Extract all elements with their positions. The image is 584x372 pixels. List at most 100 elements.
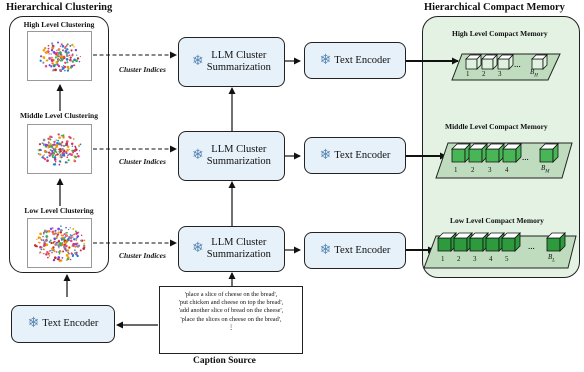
cluster-point <box>68 54 71 57</box>
cluster-point <box>65 254 69 257</box>
cluster-point <box>74 155 77 159</box>
cluster-point <box>59 229 63 232</box>
cluster-point <box>66 43 69 46</box>
cluster-point <box>69 227 71 229</box>
cluster-point <box>50 144 53 148</box>
memory-cube <box>468 143 488 163</box>
cluster-point <box>49 138 52 141</box>
cluster-point <box>65 142 68 145</box>
memory-cube <box>451 143 471 163</box>
cluster-point <box>71 254 74 258</box>
memory-index: 1 <box>454 166 458 174</box>
cluster-point <box>53 140 56 144</box>
cluster-point <box>51 149 54 153</box>
cluster-point <box>49 227 53 231</box>
cluster-point <box>79 249 82 252</box>
cluster-point <box>45 243 49 247</box>
text-encoder-bottom: ❄ Text Encoder <box>11 305 115 343</box>
cluster-point <box>66 231 68 234</box>
cluster-point <box>69 234 72 236</box>
cluster-point <box>47 47 50 50</box>
cluster-point <box>65 244 68 248</box>
cluster-point <box>51 44 54 47</box>
cluster-point <box>56 233 60 236</box>
cluster-point <box>46 159 49 162</box>
cluster-point <box>67 154 69 157</box>
cluster-point <box>48 154 51 157</box>
cluster-point <box>79 143 82 146</box>
cluster-point <box>60 144 63 147</box>
cluster-point <box>63 233 66 236</box>
cluster-point <box>78 145 80 148</box>
cluster-point <box>56 63 59 66</box>
cluster-point <box>61 148 64 151</box>
memory-cube <box>531 54 548 70</box>
cluster-point <box>49 148 52 152</box>
cluster-point <box>76 254 79 258</box>
memory-index: 5 <box>505 255 509 263</box>
text-encoder-high: ❄ Text Encoder <box>304 42 406 79</box>
memory-cube <box>481 54 498 70</box>
middle-level-cluster-plot <box>27 124 92 174</box>
cluster-point <box>72 242 76 246</box>
cluster-point <box>74 146 77 148</box>
cluster-point <box>76 242 79 245</box>
cluster-point <box>73 249 76 252</box>
cluster-point <box>55 53 58 56</box>
cluster-point <box>64 241 67 244</box>
cluster-point <box>73 159 75 161</box>
cluster-point <box>46 156 49 159</box>
memory-index: 3 <box>473 255 477 263</box>
cluster-point <box>69 66 73 69</box>
memory-index: 1 <box>441 255 445 263</box>
cluster-point <box>57 53 59 55</box>
cluster-point <box>59 68 62 72</box>
cluster-point <box>47 230 50 233</box>
cluster-point <box>51 56 53 59</box>
cluster-point <box>57 244 61 247</box>
cluster-point <box>61 66 63 68</box>
cluster-point <box>60 43 63 46</box>
cluster-point <box>48 53 50 55</box>
cluster-point <box>47 141 50 143</box>
snowflake-icon: ❄ <box>192 54 204 69</box>
cluster-point <box>53 149 57 152</box>
cluster-point <box>58 163 61 166</box>
cluster-point <box>65 44 68 47</box>
memory-cube <box>453 232 473 252</box>
cluster-point <box>42 239 45 241</box>
cluster-point <box>43 231 45 234</box>
cluster-point <box>64 69 66 72</box>
cluster-point <box>45 240 48 242</box>
cluster-point <box>37 152 40 155</box>
cluster-point <box>77 232 80 234</box>
cluster-point <box>77 154 80 158</box>
text-encoder-middle: ❄ Text Encoder <box>304 137 406 174</box>
cluster-point <box>76 245 80 248</box>
cluster-point <box>43 46 47 50</box>
cluster-point <box>56 241 59 244</box>
cluster-point <box>64 161 68 164</box>
cluster-point <box>57 227 60 231</box>
cluster-point <box>42 138 46 142</box>
caption-line: 'place a slice of cheese on the bread', <box>184 291 278 298</box>
cluster-point <box>79 55 82 58</box>
cluster-point <box>61 141 64 144</box>
memory-index-last: BH <box>530 68 538 79</box>
cluster-point <box>67 237 70 241</box>
memory-cube <box>465 54 482 70</box>
cluster-point <box>50 53 52 55</box>
snowflake-icon: ❄ <box>27 316 40 331</box>
cluster-point <box>41 156 44 159</box>
snowflake-icon: ❄ <box>192 241 204 256</box>
cluster-point <box>44 158 47 161</box>
cluster-point <box>75 237 78 240</box>
cluster-point <box>56 41 60 44</box>
memory-index: 1 <box>466 70 470 78</box>
cluster-point <box>59 153 62 157</box>
cluster-point <box>66 69 70 72</box>
cluster-point <box>49 57 52 60</box>
cluster-point <box>48 240 51 243</box>
cluster-point <box>50 59 54 62</box>
